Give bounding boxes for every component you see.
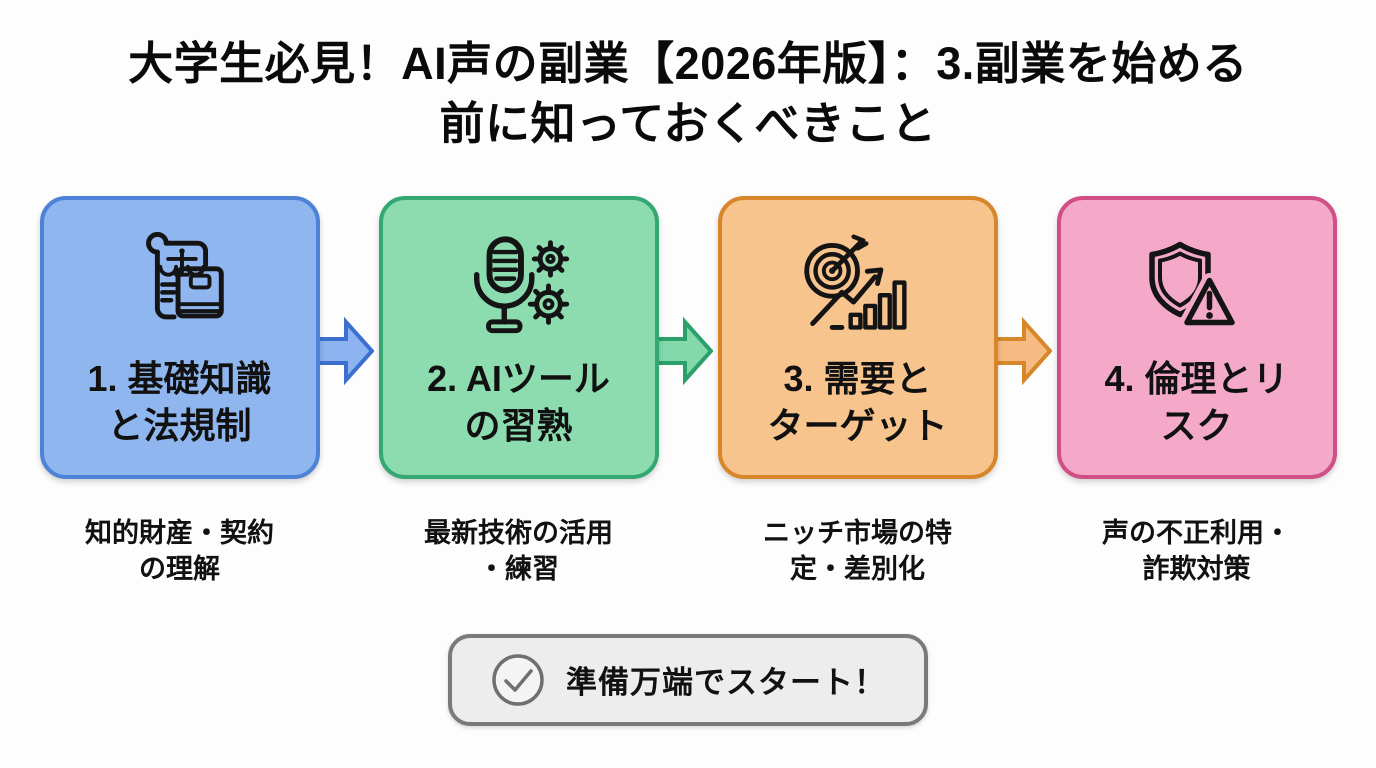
page-title-line-1: 大学生必見！AI声の副業【2026年版】：3.副業を始める: [128, 38, 1248, 89]
step-caption: ニッチ市場の特 定・差別化: [763, 515, 952, 588]
step-box-demand-target: 3. 需要と ターゲット: [717, 195, 998, 479]
page-title: 大学生必見！AI声の副業【2026年版】：3.副業を始める 前に知っておくべきこ…: [0, 34, 1376, 154]
step-label: 4. 倫理とリ スク: [1104, 356, 1288, 450]
step-caption-line: ・練習: [478, 554, 559, 585]
step-label-line: と法規制: [107, 405, 252, 447]
step-caption: 最新技術の活用 ・練習: [424, 515, 613, 588]
step-label-line: 1. 基礎知識: [87, 358, 272, 400]
step-label-line: ターゲット: [767, 405, 948, 447]
step-label: 2. AIツール の習熟: [427, 356, 610, 450]
step-caption-line: 声の不正利用・: [1102, 517, 1291, 548]
step-label: 3. 需要と ターゲット: [767, 356, 947, 450]
step-caption-line: 知的財産・契約: [85, 517, 274, 548]
step-caption-line: 定・差別化: [790, 554, 925, 585]
step-2: 2. AIツール の習熟 最新技術の活用 ・練習: [378, 195, 659, 588]
law-scroll-book-icon: [121, 224, 239, 346]
badge-row: 準備万端でスタート！: [0, 633, 1376, 726]
ready-badge-label: 準備万端でスタート！: [566, 665, 886, 701]
microphone-gears-icon: [460, 224, 578, 346]
step-caption-line: 詐欺対策: [1142, 554, 1251, 585]
target-growth-chart-icon: [797, 224, 919, 346]
step-label-line: 4. 倫理とリ: [1104, 358, 1289, 400]
step-caption: 知的財産・契約 の理解: [85, 515, 274, 588]
step-1: 1. 基礎知識 と法規制 知的財産・契約 の理解: [39, 195, 320, 588]
step-caption: 声の不正利用・ 詐欺対策: [1102, 515, 1291, 588]
step-label-line: 2. AIツール: [427, 358, 610, 400]
step-box-basics-law: 1. 基礎知識 と法規制: [39, 195, 320, 479]
step-4: 4. 倫理とリ スク 声の不正利用・ 詐欺対策: [1056, 195, 1337, 588]
step-3: 3. 需要と ターゲット ニッチ市場の特 定・差別化: [717, 195, 998, 588]
arrow-slot-3: [985, 196, 1057, 479]
shield-warning-icon: [1138, 224, 1256, 346]
step-box-ethics-risk: 4. 倫理とリ スク: [1056, 195, 1337, 479]
check-circle-icon: [490, 652, 546, 708]
step-label-line: の習熟: [464, 405, 573, 447]
page-title-line-2: 前に知っておくべきこと: [439, 97, 937, 149]
steps-row: 1. 基礎知識 と法規制 知的財産・契約 の理解: [0, 195, 1376, 588]
arrow-slot-1: [307, 196, 379, 479]
ready-badge: 準備万端でスタート！: [448, 633, 928, 726]
step-caption-line: ニッチ市場の特: [763, 517, 952, 548]
step-box-ai-tools: 2. AIツール の習熟: [378, 195, 659, 479]
arrow-slot-2: [646, 196, 718, 479]
step-label-line: スク: [1160, 405, 1233, 447]
step-label-line: 3. 需要と: [783, 358, 932, 400]
step-caption-line: の理解: [139, 554, 220, 585]
step-label: 1. 基礎知識 と法規制: [87, 356, 271, 450]
step-caption-line: 最新技術の活用: [424, 517, 613, 548]
